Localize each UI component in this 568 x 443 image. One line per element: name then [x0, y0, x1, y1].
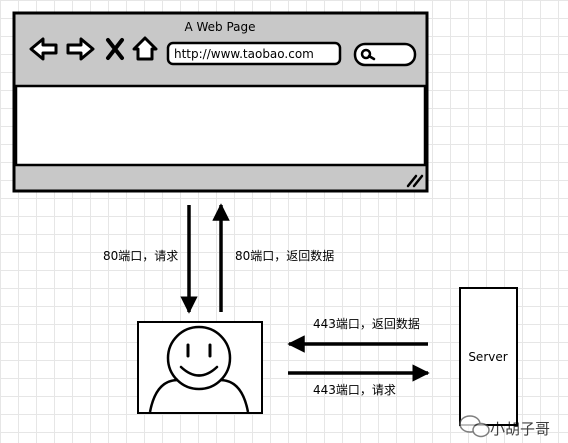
watermark: 小胡子哥 [459, 415, 550, 438]
search-icon[interactable] [360, 48, 376, 61]
wechat-icon [459, 415, 490, 438]
url-bar[interactable] [166, 41, 342, 66]
back-arrow-icon[interactable] [29, 37, 58, 61]
smiley-face-icon [148, 325, 250, 413]
browser-content-area [14, 84, 427, 167]
server-label: Server [468, 350, 507, 364]
label-request-80: 80端口，请求 [103, 249, 178, 263]
browser-window: A Web Page http://www.taobao.com [12, 11, 429, 193]
close-x-icon[interactable] [106, 38, 124, 60]
label-request-443: 443端口，请求 [313, 383, 396, 397]
user-box [137, 321, 263, 414]
browser-title: A Web Page [184, 20, 255, 34]
home-icon[interactable] [132, 36, 158, 61]
search-box[interactable] [353, 42, 417, 67]
url-text[interactable]: http://www.taobao.com [174, 47, 314, 61]
server-box [459, 287, 518, 426]
forward-arrow-icon[interactable] [66, 37, 95, 61]
resize-grip-icon[interactable] [406, 174, 424, 188]
watermark-text: 小胡子哥 [490, 420, 550, 438]
label-response-443: 443端口，返回数据 [313, 316, 420, 331]
label-response-80: 80端口，返回数据 [235, 248, 334, 263]
